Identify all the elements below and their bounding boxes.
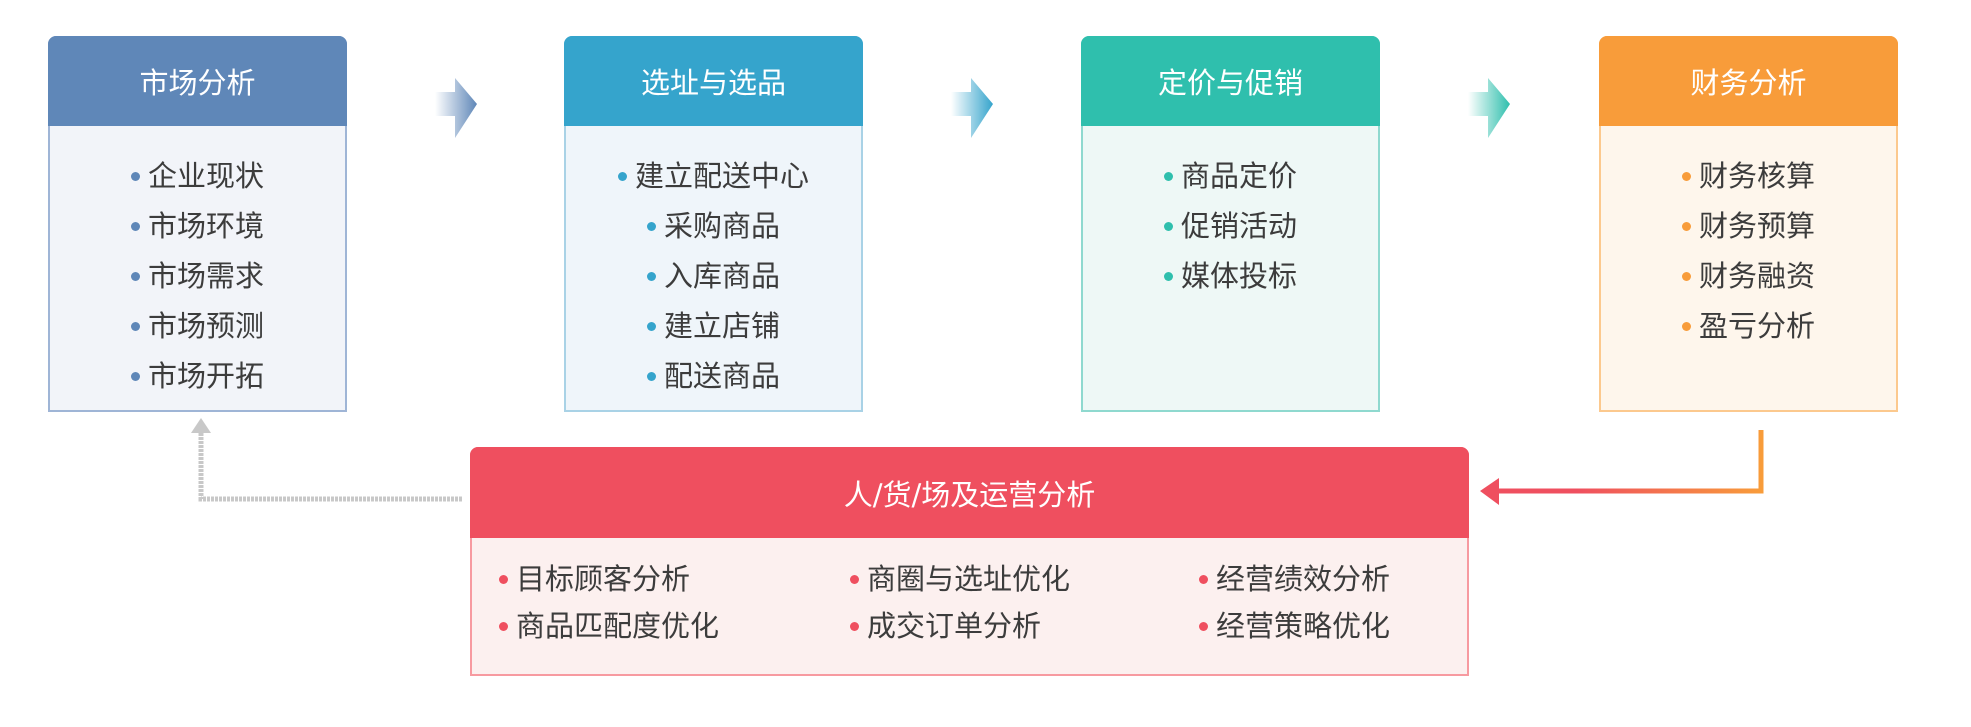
- bullet-icon: [1681, 171, 1691, 181]
- list-item: 市场开拓: [130, 351, 264, 401]
- item-label: 市场预测: [147, 309, 264, 343]
- box-title: 人/货/场及运营分析: [470, 447, 1469, 538]
- list-item: 建立店铺: [646, 301, 780, 351]
- list-item: 财务预算: [1681, 201, 1815, 251]
- item-label: 建立店铺: [663, 309, 780, 343]
- bullet-icon: [499, 575, 508, 584]
- list-item: 媒体投标: [1163, 251, 1297, 301]
- list-item: 财务融资: [1681, 251, 1815, 301]
- feedback-arrow-line: [198, 432, 462, 502]
- list-item: 成交订单分析: [850, 603, 1199, 650]
- item-label: 企业现状: [147, 159, 264, 193]
- item-label: 入库商品: [663, 259, 780, 293]
- bullet-icon: [617, 171, 627, 181]
- list-item: 促销活动: [1163, 201, 1297, 251]
- stage-box: 选址与选品建立配送中心采购商品入库商品建立店铺配送商品: [564, 36, 863, 412]
- list-item: 配送商品: [646, 351, 780, 401]
- bullet-icon: [130, 221, 140, 231]
- arrow-left-icon: [1480, 478, 1499, 505]
- bullet-icon: [1163, 171, 1173, 181]
- bullet-icon: [130, 271, 140, 281]
- bullet-icon: [1163, 221, 1173, 231]
- list-item: 盈亏分析: [1681, 301, 1815, 351]
- arrow-right-icon: [435, 78, 477, 138]
- bullet-icon: [130, 371, 140, 381]
- list-item: 企业现状: [130, 151, 264, 201]
- list-item: 商品匹配度优化: [499, 603, 850, 650]
- list-item: 市场预测: [130, 301, 264, 351]
- item-label: 采购商品: [663, 209, 780, 243]
- item-label: 建立配送中心: [634, 159, 809, 193]
- list-item: 财务核算: [1681, 151, 1815, 201]
- item-label: 财务核算: [1698, 159, 1815, 193]
- item-label: 市场开拓: [147, 359, 264, 393]
- arrow-right-icon: [951, 78, 993, 138]
- bullet-icon: [1681, 321, 1691, 331]
- item-label: 财务融资: [1698, 259, 1815, 293]
- bullet-icon: [646, 371, 656, 381]
- bullet-icon: [130, 171, 140, 181]
- box-title: 选址与选品: [564, 36, 863, 126]
- list-item: 经营策略优化: [1199, 603, 1459, 650]
- bullet-icon: [1681, 221, 1691, 231]
- item-label: 盈亏分析: [1698, 309, 1815, 343]
- item-label: 市场环境: [147, 209, 264, 243]
- list-item: 目标顾客分析: [499, 556, 850, 603]
- bullet-icon: [130, 321, 140, 331]
- bullet-icon: [646, 321, 656, 331]
- item-label: 商品匹配度优化: [516, 609, 720, 643]
- item-label: 市场需求: [147, 259, 264, 293]
- list-item: 商圈与选址优化: [850, 556, 1199, 603]
- item-label: 经营策略优化: [1216, 609, 1391, 643]
- list-item: 市场环境: [130, 201, 264, 251]
- operations-analysis-box: 人/货/场及运营分析 目标顾客分析 商圈与选址优化 经营绩效分析商品匹配度优化 成交订…: [470, 447, 1469, 676]
- item-label: 财务预算: [1698, 209, 1815, 243]
- stage-box: 财务分析财务核算财务预算财务融资盈亏分析: [1599, 36, 1898, 412]
- bullet-icon: [1199, 622, 1208, 631]
- list-item: 市场需求: [130, 251, 264, 301]
- list-item: 商品定价: [1163, 151, 1297, 201]
- box-title: 市场分析: [48, 36, 347, 126]
- box-title: 财务分析: [1599, 36, 1898, 126]
- item-label: 媒体投标: [1180, 259, 1297, 293]
- item-label: 配送商品: [663, 359, 780, 393]
- item-label: 目标顾客分析: [516, 562, 691, 596]
- arrow-up-icon: [191, 418, 211, 433]
- bullet-icon: [646, 221, 656, 231]
- bullet-icon: [1199, 575, 1208, 584]
- list-item: 经营绩效分析: [1199, 556, 1459, 603]
- list-item: 建立配送中心: [617, 151, 809, 201]
- bullet-icon: [850, 575, 859, 584]
- bullet-icon: [850, 622, 859, 631]
- bullet-icon: [1163, 271, 1173, 281]
- list-item: 采购商品: [646, 201, 780, 251]
- stage-box: 市场分析企业现状市场环境市场需求市场预测市场开拓: [48, 36, 347, 412]
- list-item: 入库商品: [646, 251, 780, 301]
- item-label: 商圈与选址优化: [867, 562, 1071, 596]
- bullet-icon: [499, 622, 508, 631]
- item-label: 成交订单分析: [867, 609, 1042, 643]
- bullet-icon: [646, 271, 656, 281]
- item-label: 促销活动: [1180, 209, 1297, 243]
- item-label: 商品定价: [1180, 159, 1297, 193]
- item-label: 经营绩效分析: [1216, 562, 1391, 596]
- return-arrow-line: [1498, 430, 1764, 494]
- stage-box: 定价与促销商品定价促销活动媒体投标: [1081, 36, 1380, 412]
- arrow-right-icon: [1468, 78, 1510, 138]
- box-title: 定价与促销: [1081, 36, 1380, 126]
- bullet-icon: [1681, 271, 1691, 281]
